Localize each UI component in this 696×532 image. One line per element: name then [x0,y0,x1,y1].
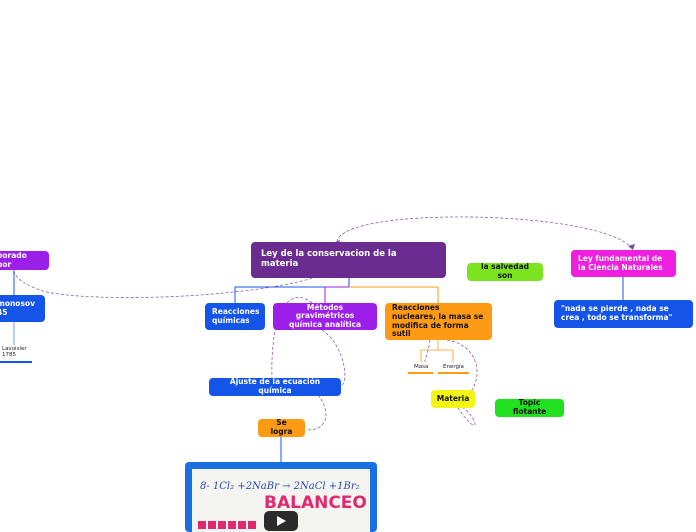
reacciones-quimicas-label: Reacciones químicas [212,306,260,325]
ley-fundamental-node[interactable]: Ley fundamental de la Ciencia Naturales [571,250,676,277]
lavoisier-text[interactable]: Lavoisier 1785 [2,346,27,359]
metodos-gravimetricos-node[interactable]: Métodos gravimétricos química analítica [273,303,377,330]
elaborado-por-node[interactable]: borado por [0,251,49,270]
connector-lines [0,216,635,462]
topic-flotante-label: Topic flotante [512,398,547,416]
ajuste-ecuacion-node[interactable]: Ajuste de la ecuación química [209,377,341,396]
video-banner [198,521,256,529]
salvedad-label: la salvedad son [480,262,530,280]
central-topic[interactable]: Ley de la conservacion de la materia [251,242,446,278]
masa-text[interactable]: Masa [414,364,429,370]
nada-se-pierde-label: "nada se pierde , nada se crea , todo se… [561,304,673,322]
masa-underline [408,372,433,374]
ley-fundamental-label: Ley fundamental de la Ciencia Naturales [578,253,663,272]
central-topic-label: Ley de la conservacion de la materia [261,249,397,269]
video-embed[interactable]: 8- 1Cl₂ +2NaBr → 2NaCl +1Br₂ BALANCEO [185,462,377,532]
materia-node[interactable]: Materia [431,390,475,408]
reacciones-quimicas-node[interactable]: Reacciones químicas [205,303,265,330]
video-thumbnail: 8- 1Cl₂ +2NaBr → 2NaCl +1Br₂ BALANCEO [192,469,370,532]
play-icon[interactable] [264,511,298,531]
topic-flotante-node[interactable]: Topic flotante [495,398,564,417]
metodos-gravimetricos-label: Métodos gravimétricos química analítica [288,302,362,329]
lomonosov-node[interactable]: monosov 45 [0,295,45,322]
se-logra-label: Se logra [270,418,293,436]
lomonosov-label: monosov 45 [0,298,35,317]
equation-text: 8- 1Cl₂ +2NaBr → 2NaCl +1Br₂ [200,481,360,492]
elaborado-por-label: borado por [0,250,27,269]
materia-label: Materia [436,393,470,403]
reacciones-nucleares-label: Reacciones nucleares, la masa se modific… [392,303,484,339]
reacciones-nucleares-node[interactable]: Reacciones nucleares, la masa se modific… [385,303,492,340]
se-logra-node[interactable]: Se logra [258,418,305,437]
energia-text[interactable]: Energía [443,364,464,370]
ajuste-ecuacion-label: Ajuste de la ecuación química [229,377,321,395]
nada-se-pierde-node[interactable]: "nada se pierde , nada se crea , todo se… [554,300,693,328]
video-title: BALANCEO [264,493,367,513]
salvedad-node[interactable]: la salvedad son [467,262,543,281]
energia-underline [438,372,469,374]
